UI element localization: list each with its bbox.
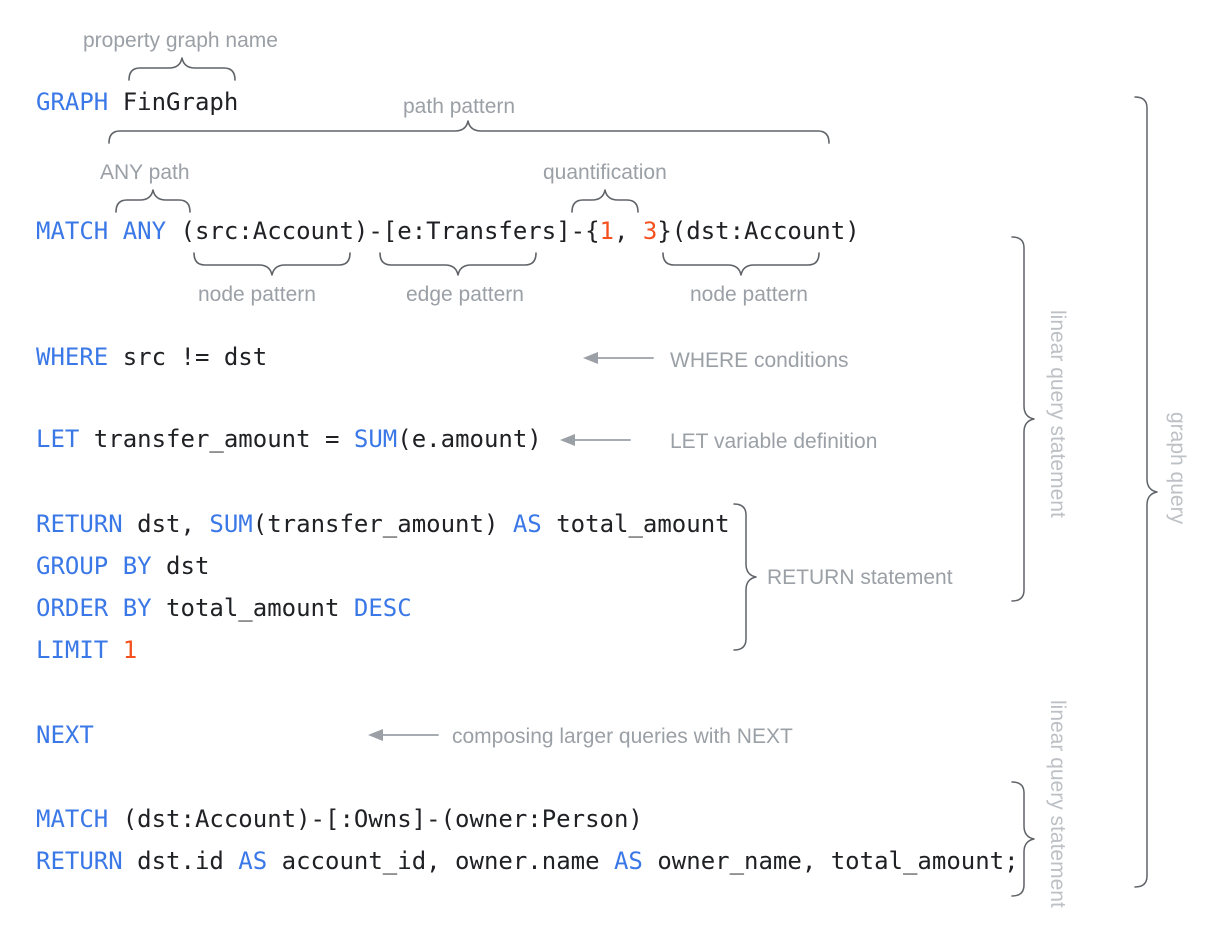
code-line-next: NEXT (36, 723, 94, 747)
code-token: LET (36, 425, 80, 453)
brace-edge-pattern (379, 252, 537, 276)
code-line-match: MATCH ANY (src:Account)-[e:Transfers]-{1… (36, 219, 860, 243)
code-token: 1 (599, 217, 614, 245)
code-token: src != dst (108, 343, 268, 371)
code-token: account_id, owner.name (267, 847, 614, 875)
brace-node-pattern-dst (662, 252, 820, 276)
label-node-pattern-dst: node pattern (690, 283, 808, 306)
brace-node-pattern-src (193, 252, 351, 276)
code-line-let: LET transfer_amount = SUM(e.amount) (36, 427, 542, 451)
label-let-variable-definition: LET variable definition (670, 430, 878, 453)
brace-graph-query (1134, 96, 1158, 888)
code-line-limit: LIMIT 1 (36, 638, 137, 662)
code-token: DESC (353, 594, 412, 622)
code-token: AS (238, 847, 268, 875)
code-token: RETURN (36, 847, 123, 875)
code-token: owner_name, total_amount; (642, 847, 1019, 875)
label-any-path: ANY path (100, 161, 190, 184)
code-token: (e.amount) (397, 425, 542, 453)
label-path-pattern: path pattern (403, 95, 516, 118)
code-line-return: RETURN dst, SUM(transfer_amount) AS tota… (36, 512, 730, 536)
code-line-group-by: GROUP BY dst (36, 554, 209, 578)
label-linear-query-statement-1: linear query statement (1046, 310, 1069, 518)
code-token: SUM (209, 510, 253, 538)
code-token: MATCH (36, 217, 109, 245)
code-token (108, 217, 122, 245)
code-token: transfer_amount = (79, 425, 354, 453)
code-token: MATCH (36, 805, 109, 833)
label-graph-query: graph query (1166, 412, 1189, 525)
code-token: }(dst:Account) (657, 217, 860, 245)
code-token: 3 (642, 217, 658, 245)
arrow-let-variable-definition (560, 434, 631, 446)
code-token: SUM (353, 425, 398, 453)
brace-any-path (115, 189, 191, 213)
code-line-order-by: ORDER BY total_amount DESC (36, 596, 412, 620)
label-property-graph-name: property graph name (83, 29, 278, 52)
code-token: dst, (122, 510, 210, 538)
code-line-return2: RETURN dst.id AS account_id, owner.name … (36, 849, 1019, 873)
label-return-statement: RETURN statement (767, 566, 953, 589)
brace-path-pattern (108, 120, 830, 144)
code-token: (src:Account)-[e:Transfers]-{ (166, 217, 600, 245)
label-composing-with-next: composing larger queries with NEXT (452, 725, 793, 748)
code-line-graph: GRAPH FinGraph (36, 90, 238, 114)
brace-linear-query-statement-1 (1011, 236, 1035, 602)
code-token: ANY (122, 217, 167, 245)
label-edge-pattern: edge pattern (406, 283, 524, 306)
code-token: total_amount (541, 510, 730, 538)
arrow-where-conditions (583, 352, 654, 364)
code-token: GROUP BY (36, 552, 152, 580)
code-token: 1 (122, 636, 138, 664)
code-token: RETURN (36, 510, 123, 538)
label-linear-query-statement-2: linear query statement (1046, 700, 1069, 908)
brace-property-graph-name (128, 57, 236, 81)
code-token: dst (151, 552, 210, 580)
code-token: AS (613, 847, 643, 875)
code-token: (transfer_amount) (252, 510, 513, 538)
code-token: ORDER BY (36, 594, 152, 622)
brace-quantification (571, 189, 639, 213)
code-token: (dst:Account)-[:Owns]-(owner:Person) (108, 805, 643, 833)
code-token: AS (512, 510, 542, 538)
label-node-pattern-src: node pattern (198, 283, 316, 306)
arrow-composing-with-next (368, 729, 439, 741)
code-line-where: WHERE src != dst (36, 345, 267, 369)
code-token: GRAPH (36, 88, 109, 116)
code-token: , (614, 217, 643, 245)
code-token: FinGraph (108, 88, 239, 116)
label-where-conditions: WHERE conditions (670, 349, 849, 372)
code-token: LIMIT (36, 636, 109, 664)
code-token: WHERE (36, 343, 109, 371)
brace-linear-query-statement-2 (1011, 781, 1035, 897)
code-line-match2: MATCH (dst:Account)-[:Owns]-(owner:Perso… (36, 807, 643, 831)
code-token: dst.id (122, 847, 239, 875)
code-token: NEXT (36, 721, 94, 749)
brace-return-statement (733, 503, 757, 651)
code-token: total_amount (151, 594, 354, 622)
code-token (108, 636, 122, 664)
label-quantification: quantification (543, 161, 667, 184)
